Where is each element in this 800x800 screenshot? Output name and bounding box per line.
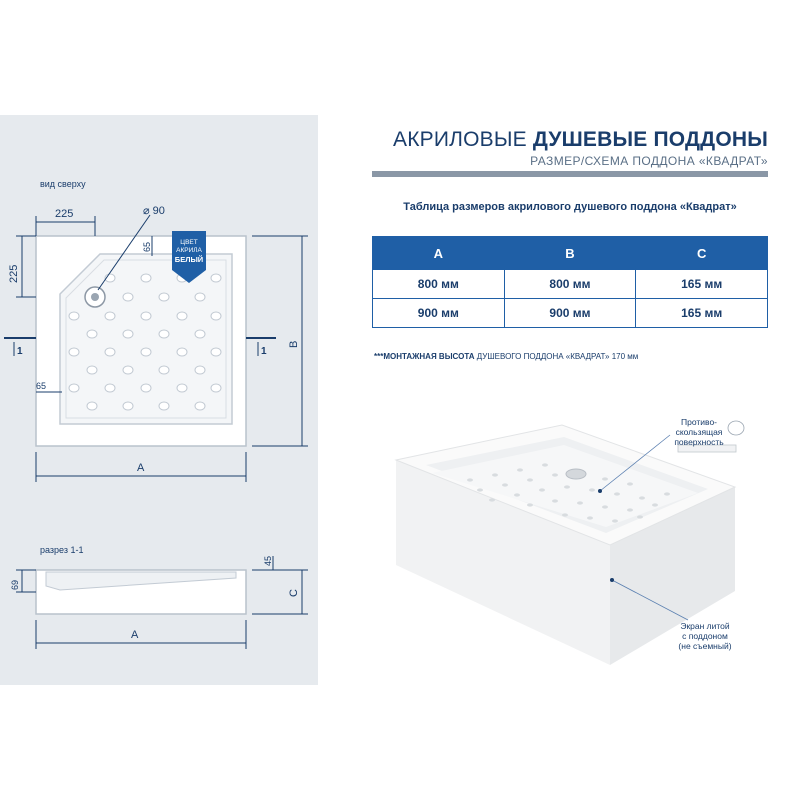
dim-A-top: A (137, 462, 145, 474)
dim-1-right: 1 (261, 346, 267, 357)
table-header-c: C (635, 236, 768, 270)
tag-line3: БЕЛЫЙ (175, 255, 203, 264)
dim-B: B (288, 341, 300, 348)
screen-line3: (не съемный) (678, 641, 732, 651)
antislip-line1: Противо- (681, 417, 717, 427)
table-row: 800 мм 800 мм 165 мм (372, 269, 768, 299)
dim-225-top: 225 (55, 208, 73, 220)
screen-line2: с поддоном (682, 631, 728, 641)
dim-diameter: ⌀ 90 (143, 205, 165, 217)
antislip-line3: поверхность (674, 437, 724, 447)
page-subtitle: РАЗМЕР/СХЕМА ПОДДОНА «КВАДРАТ» (530, 154, 768, 168)
table-cell: 900 мм (503, 298, 637, 328)
dim-225-side: 225 (8, 265, 20, 283)
technical-drawing: вид сверху 225 225 ⌀ 90 65 65 1 (4, 179, 308, 649)
note-prefix: ***МОНТАЖНАЯ ВЫСОТА (374, 352, 475, 361)
table-header-b: B (503, 236, 637, 270)
section-basin (45, 571, 237, 591)
section-label: разрез 1-1 (40, 545, 83, 555)
table-header-row: A B C (372, 236, 768, 270)
dim-45: 45 (263, 556, 273, 566)
antislip-line2: скользящая (675, 427, 723, 437)
antislip-leader-dot (598, 489, 602, 493)
antislip-magnifier-icon (727, 420, 745, 436)
screen-leader-dot (610, 578, 614, 582)
table-cell: 900 мм (372, 298, 505, 328)
dim-b-line (252, 235, 308, 447)
table-cell: 165 мм (635, 298, 768, 328)
sizes-table: A B C 800 мм 800 мм 165 мм 900 мм 900 мм… (372, 236, 768, 328)
tag-line1: ЦВЕТ (180, 239, 197, 246)
dim-65-top: 65 (142, 242, 152, 252)
page-title: АКРИЛОВЫЕ ДУШЕВЫЕ ПОДДОНЫ (393, 128, 768, 152)
antislip-swatch (677, 444, 737, 453)
table-cell: 165 мм (635, 269, 768, 299)
screen-line1: Экран литой (680, 621, 730, 631)
product-render (394, 420, 745, 665)
screen-callout: Экран литой с поддоном (не съемный) (664, 621, 746, 651)
tray-front-left-face (396, 460, 610, 665)
dim-225-side-line (16, 235, 36, 298)
dim-A-section: A (131, 629, 139, 641)
antislip-dots (68, 273, 222, 411)
tray-front-right-face (610, 487, 735, 665)
table-caption: Таблица размеров акрилового душевого под… (403, 201, 737, 213)
dim-a-top-line (35, 452, 247, 482)
table-row: 900 мм 900 мм 165 мм (372, 298, 768, 328)
title-underline-bar (372, 171, 768, 177)
drain-icon (565, 468, 587, 480)
diameter-leader (97, 214, 151, 291)
dim-65-left: 65 (36, 381, 46, 391)
screen-leader (611, 579, 689, 621)
drain-center (91, 293, 99, 301)
table-cell: 800 мм (503, 269, 637, 299)
tag-line2: АКРИЛА (176, 247, 202, 254)
acrylic-color-tag (172, 231, 206, 283)
table-cell: 800 мм (372, 269, 505, 299)
dim-1-left: 1 (17, 346, 23, 357)
view-top-label: вид сверху (40, 179, 86, 189)
table-header-a: A (372, 236, 505, 270)
dim-a-section-line (35, 620, 247, 649)
render-antislip-dots (467, 463, 670, 523)
dim-C: C (288, 589, 300, 597)
title-bold: ДУШЕВЫЕ ПОДДОНЫ (532, 128, 768, 151)
dim-c-line (252, 569, 308, 615)
note-rest: ДУШЕВОГО ПОДДОНА «КВАДРАТ» 170 мм (476, 352, 639, 361)
antislip-callout: Противо- скользящая поверхность (660, 417, 738, 447)
antislip-leader (599, 434, 671, 492)
mounting-height-note: ***МОНТАЖНАЯ ВЫСОТА ДУШЕВОГО ПОДДОНА «КВ… (374, 352, 638, 361)
title-light: АКРИЛОВЫЕ (392, 128, 527, 151)
dim-69: 69 (10, 580, 20, 590)
dim-225-top-line (35, 216, 96, 236)
dim-69-line (16, 569, 36, 593)
